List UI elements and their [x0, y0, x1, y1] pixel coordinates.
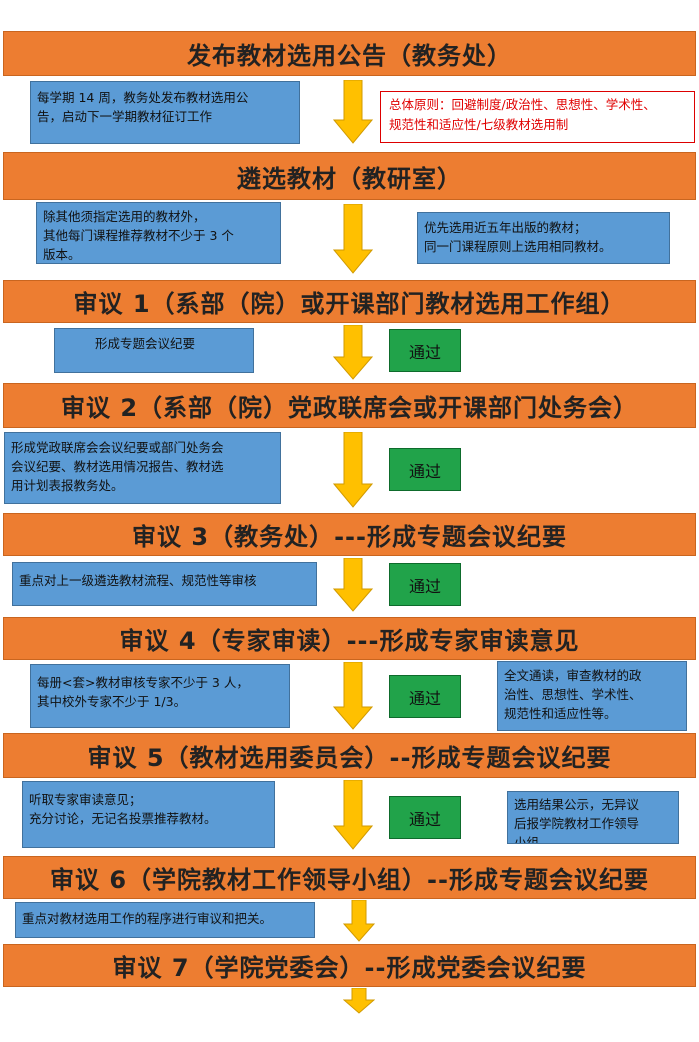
note-line: 其中校外专家不少于 1/3。 — [37, 694, 187, 709]
pass-box-4: 通过 — [389, 675, 461, 718]
step-review-6: 审议 6（学院教材工作领导小组）--形成专题会议纪要 — [3, 856, 696, 899]
step-review-5: 审议 5（教材选用委员会）--形成专题会议纪要 — [3, 733, 696, 778]
down-arrow-icon — [343, 988, 375, 1014]
note-publicize-result: 选用结果公示，无异议 后报学院教材工作领导 小组。 — [507, 791, 679, 844]
down-arrow-icon — [333, 325, 373, 380]
pass-box-5: 通过 — [389, 796, 461, 839]
note-line: 同一门课程原则上选用相同教材。 — [424, 239, 612, 254]
note-recommend-versions: 除其他须指定选用的教材外， 其他每门课程推荐教材不少于 3 个 版本。 — [36, 202, 281, 264]
note-line: 优先选用近五年出版的教材； — [424, 220, 587, 235]
down-arrow-icon — [343, 900, 375, 942]
down-arrow-icon — [333, 204, 373, 274]
note-review-process: 重点对上一级遴选教材流程、规范性等审核 — [12, 562, 317, 606]
note-procedure-check: 重点对教材选用工作的程序进行审议和把关。 — [15, 902, 315, 938]
note-line: 小组。 — [514, 835, 552, 844]
step-publish-announcement: 发布教材选用公告（教务处） — [3, 31, 696, 76]
note-line: 版本。 — [43, 247, 81, 262]
note-full-read: 全文通读，审查教材的政 治性、思想性、学术性、 规范性和适应性等。 — [497, 661, 687, 731]
pass-box-3: 通过 — [389, 563, 461, 606]
note-line: 听取专家审读意见； — [29, 792, 142, 807]
step-review-3: 审议 3（教务处）---形成专题会议纪要 — [3, 513, 696, 556]
note-joint-meeting: 形成党政联席会会议纪要或部门处务会 会议纪要、教材选用情况报告、教材选 用计划表… — [4, 432, 281, 504]
note-line: 每学期 14 周，教务处发布教材选用公 — [37, 90, 249, 105]
note-line: 重点对教材选用工作的程序进行审议和把关。 — [22, 911, 273, 926]
note-line: 形成党政联席会会议纪要或部门处务会 — [11, 440, 224, 455]
note-line: 重点对上一级遴选教材流程、规范性等审核 — [19, 573, 257, 588]
note-line: 后报学院教材工作领导 — [514, 816, 640, 831]
down-arrow-icon — [333, 432, 373, 508]
note-announcement: 每学期 14 周，教务处发布教材选用公 告，启动下一学期教材征订工作 — [30, 81, 300, 144]
note-line: 用计划表报教务处。 — [11, 478, 124, 493]
note-form-minutes: 形成专题会议纪要 — [54, 328, 254, 373]
note-line: 全文通读，审查教材的政 — [504, 668, 642, 683]
down-arrow-icon — [333, 558, 373, 612]
note-line: 规范性和适应性等。 — [504, 706, 617, 721]
principle-line: 总体原则：回避制度/政治性、思想性、学术性、 — [389, 97, 656, 112]
note-line: 除其他须指定选用的教材外， — [43, 209, 206, 224]
pass-box-2: 通过 — [389, 448, 461, 491]
note-line: 形成专题会议纪要 — [95, 336, 196, 351]
step-review-1: 审议 1（系部（院）或开课部门教材选用工作组） — [3, 280, 696, 323]
note-expert-count: 每册<套>教材审核专家不少于 3 人， 其中校外专家不少于 1/3。 — [30, 664, 290, 728]
down-arrow-icon — [333, 662, 373, 730]
note-line: 其他每门课程推荐教材不少于 3 个 — [43, 228, 234, 243]
note-line: 每册<套>教材审核专家不少于 3 人， — [37, 675, 249, 690]
principle-box: 总体原则：回避制度/政治性、思想性、学术性、 规范性和适应性/七级教材选用制 — [380, 91, 695, 143]
step-review-7: 审议 7（学院党委会）--形成党委会议纪要 — [3, 944, 696, 987]
note-line: 治性、思想性、学术性、 — [504, 687, 642, 702]
note-line: 充分讨论，无记名投票推荐教材。 — [29, 811, 217, 826]
note-prefer-recent: 优先选用近五年出版的教材； 同一门课程原则上选用相同教材。 — [417, 212, 670, 264]
note-expert-opinion: 听取专家审读意见； 充分讨论，无记名投票推荐教材。 — [22, 781, 275, 848]
step-select-textbooks: 遴选教材（教研室） — [3, 152, 696, 200]
note-line: 选用结果公示，无异议 — [514, 797, 640, 812]
step-review-2: 审议 2（系部（院）党政联席会或开课部门处务会） — [3, 383, 696, 428]
pass-box-1: 通过 — [389, 329, 461, 372]
note-line: 告，启动下一学期教材征订工作 — [37, 109, 213, 124]
down-arrow-icon — [333, 80, 373, 144]
note-line: 会议纪要、教材选用情况报告、教材选 — [11, 459, 224, 474]
principle-line: 规范性和适应性/七级教材选用制 — [389, 117, 569, 132]
down-arrow-icon — [333, 780, 373, 850]
step-review-4: 审议 4（专家审读）---形成专家审读意见 — [3, 617, 696, 660]
